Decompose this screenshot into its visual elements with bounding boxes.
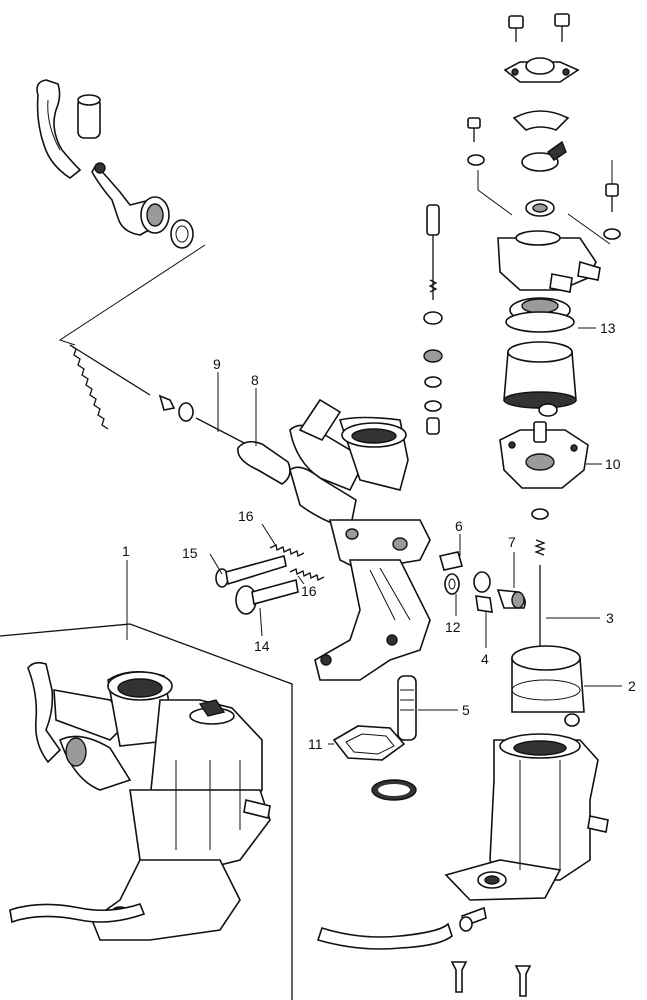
fuel-inlet-union — [91, 162, 170, 236]
fitting-7 — [496, 589, 526, 609]
screw-15 — [215, 555, 287, 588]
jet-needle-stack — [423, 204, 443, 435]
callout-7: 7 — [508, 534, 516, 550]
callout-15: 15 — [182, 545, 198, 561]
cap-screws-top — [508, 13, 570, 42]
small-clip — [158, 394, 194, 422]
gasket-10 — [499, 421, 589, 489]
small-screw-left — [467, 117, 485, 166]
callout-16-upper: 16 — [238, 508, 254, 524]
callout-3: 3 — [606, 610, 614, 626]
callout-14: 14 — [254, 638, 270, 654]
filter-washer — [170, 219, 194, 249]
tube-5 — [397, 675, 417, 741]
o-ring-small — [531, 508, 549, 520]
base-screws — [450, 961, 532, 997]
leader-line-cover-left — [477, 170, 513, 216]
callout-9: 9 — [213, 356, 221, 372]
damper-cylinder — [503, 341, 577, 417]
carburettor-body — [289, 398, 431, 681]
piston-diaphragm-13 — [505, 297, 575, 333]
washer-12 — [444, 573, 460, 595]
spring-16-upper — [269, 544, 305, 557]
float-2 — [511, 645, 585, 727]
top-cover-plate — [503, 57, 580, 83]
washer-6 — [438, 551, 464, 571]
spring-16-lower — [289, 568, 325, 581]
flap-valve — [521, 140, 567, 172]
hose-connector — [77, 94, 101, 139]
fuel-hose-elbow — [36, 79, 82, 179]
valve-seat — [525, 199, 555, 217]
diaphragm-cup — [512, 110, 570, 131]
overflow-pipe — [316, 922, 453, 950]
o-ring-large — [371, 779, 417, 801]
callout-10: 10 — [605, 456, 621, 472]
callout-6: 6 — [455, 518, 463, 534]
callout-5: 5 — [462, 702, 470, 718]
suction-chamber — [497, 230, 601, 293]
small-screw-right — [603, 183, 621, 240]
callout-1: 1 — [122, 543, 130, 559]
callout-12: 12 — [445, 619, 461, 635]
screw-14 — [235, 578, 299, 615]
needle-9 — [195, 417, 251, 447]
callout-11: 11 — [308, 736, 323, 752]
callout-2: 2 — [628, 678, 636, 694]
leader-line-cover-right — [567, 213, 611, 245]
assembled-view-inset — [0, 623, 293, 1000]
callout-4: 4 — [481, 651, 489, 667]
float-chamber — [444, 733, 609, 901]
gasket-11 — [332, 725, 406, 761]
leader-line-inlet — [58, 244, 206, 346]
drain-bolt — [459, 906, 487, 932]
float-spring — [69, 344, 151, 430]
spring-small — [534, 539, 546, 556]
leader-lines — [126, 160, 622, 745]
nut-4 — [473, 571, 493, 613]
callout-8: 8 — [251, 372, 259, 388]
callout-16-lower: 16 — [301, 583, 317, 599]
spring-sleeve-8 — [237, 440, 291, 485]
callout-13: 13 — [600, 320, 616, 336]
